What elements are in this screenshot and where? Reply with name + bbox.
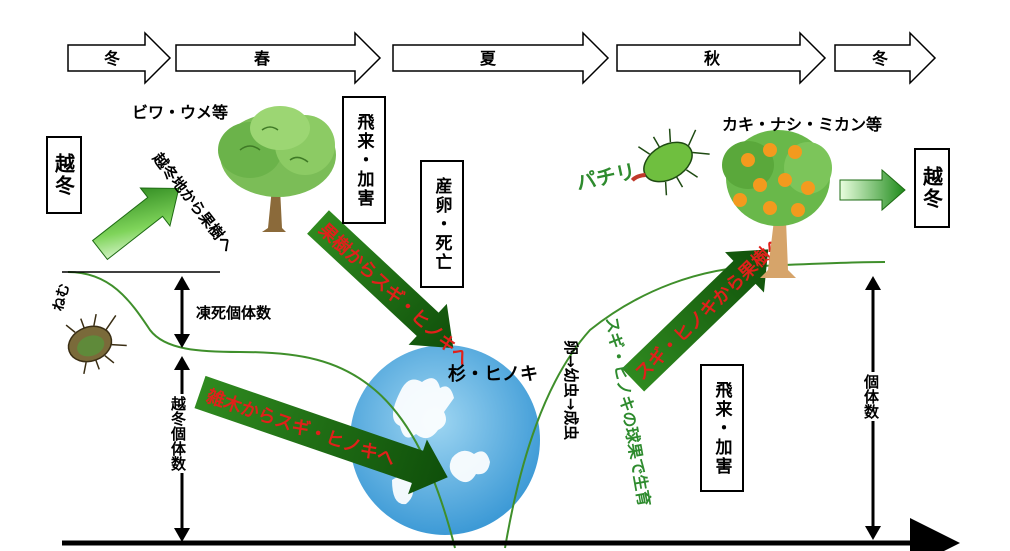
flying-damage-box-autumn: 飛来・加害 xyxy=(700,364,744,492)
season-arrow-winter-end: 冬 xyxy=(834,31,937,85)
season-label: 冬 xyxy=(872,49,888,68)
bug-icon-left xyxy=(65,313,127,375)
season-label: 冬 xyxy=(104,49,120,68)
oviposition-death-box: 産卵・死亡 xyxy=(420,160,464,288)
season-arrow-winter-start: 冬 xyxy=(67,31,172,85)
spring-host-label: ビワ・ウメ等 xyxy=(132,103,228,122)
dead-count-measure xyxy=(174,276,190,348)
overwinter-departure-arrow xyxy=(91,187,180,261)
season-label: 春 xyxy=(253,49,271,68)
bug-icon-pachiri xyxy=(630,128,710,196)
season-arrow-autumn: 秋 xyxy=(616,31,827,85)
bug-left-label: ねむ xyxy=(50,282,73,313)
flying-damage-box-spring: 飛来・加害 xyxy=(342,96,386,224)
season-bar: 冬 春 夏 秋 冬 xyxy=(67,31,937,85)
migration-label: スギ・ヒノキから果樹へ xyxy=(630,231,788,384)
cedar-label: 杉・ヒノキ xyxy=(448,363,538,385)
pachiri-label: パチリ xyxy=(574,159,638,195)
cone-growth-label: スギ・ヒノキの球果で生育 xyxy=(602,315,654,507)
life-cycle-label: 卵→幼虫→成虫 xyxy=(562,340,580,440)
overwinter-arrival-arrow xyxy=(839,168,906,212)
population-curves xyxy=(62,261,886,549)
overwinter-box-left: 越冬 xyxy=(46,136,82,214)
autumn-host-label: カキ・ナシ・ミカン等 xyxy=(722,115,882,134)
season-arrow-summer: 夏 xyxy=(392,31,610,85)
cedar-globe-icon xyxy=(350,345,540,535)
population-label: 個体数 xyxy=(861,372,882,421)
overwinter-box-right: 越冬 xyxy=(914,148,950,228)
loquat-tree-icon xyxy=(218,106,336,232)
season-arrow-spring: 春 xyxy=(175,31,382,85)
overwinter-count-label: 越冬個体数 xyxy=(168,394,189,473)
persimmon-tree-icon xyxy=(722,130,832,278)
season-label: 夏 xyxy=(479,49,497,68)
season-label: 秋 xyxy=(704,49,721,68)
dead-count-label: 凍死個体数 xyxy=(196,304,272,322)
